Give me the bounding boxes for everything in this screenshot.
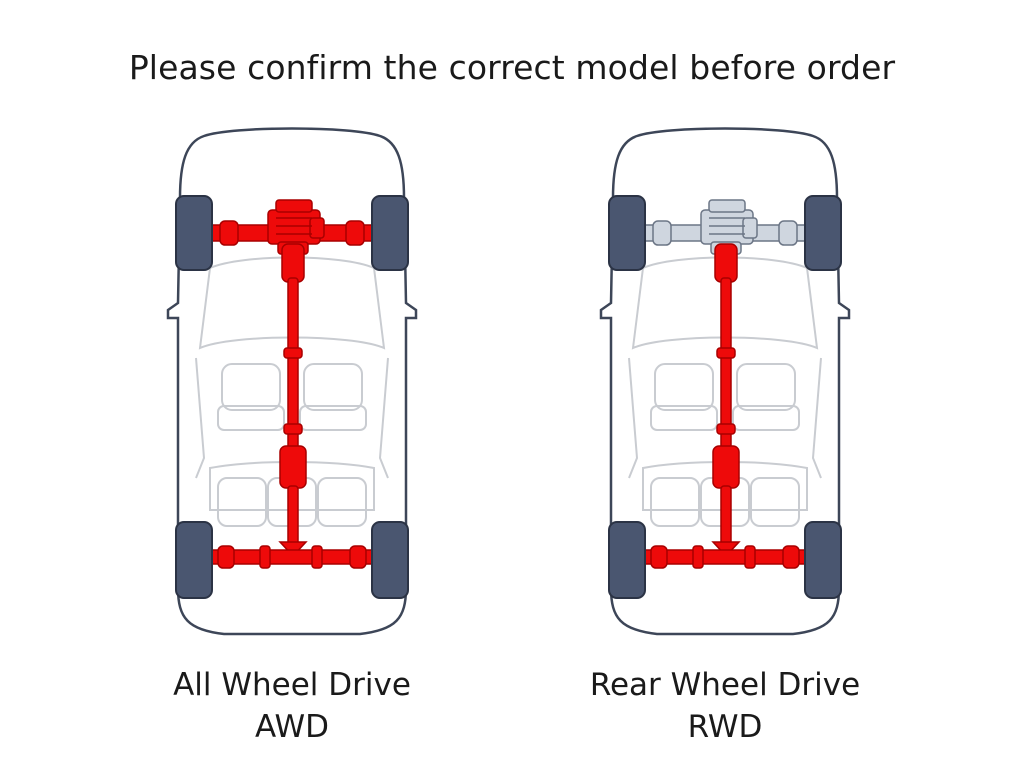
rear-right-wheel [371,521,409,599]
front-right-wheel [804,195,842,271]
rear-axle [640,545,812,569]
rear-left-wheel [608,521,646,599]
awd-label: All Wheel Drive AWD [82,664,502,748]
front-seat-left [650,363,718,431]
wheels [175,195,409,599]
rear-right-wheel [804,521,842,599]
rwd-name: Rear Wheel Drive [589,667,861,703]
front-right-wheel [371,195,409,271]
front-left-wheel [608,195,646,271]
wheels [608,195,842,599]
rwd-diagram [585,118,865,648]
awd-code: AWD [254,709,330,745]
rear-left-wheel [175,521,213,599]
front-seat-right [732,363,800,431]
page-title: Please confirm the correct model before … [128,48,896,87]
awd-diagram [152,118,432,648]
driveshaft [278,243,308,558]
awd-name: All Wheel Drive [173,667,411,703]
front-seat-right [299,363,367,431]
driveshaft [711,243,741,558]
rwd-code: RWD [687,709,763,745]
rwd-label: Rear Wheel Drive RWD [515,664,935,748]
front-left-wheel [175,195,213,271]
front-seat-left [217,363,285,431]
rear-axle [207,545,379,569]
